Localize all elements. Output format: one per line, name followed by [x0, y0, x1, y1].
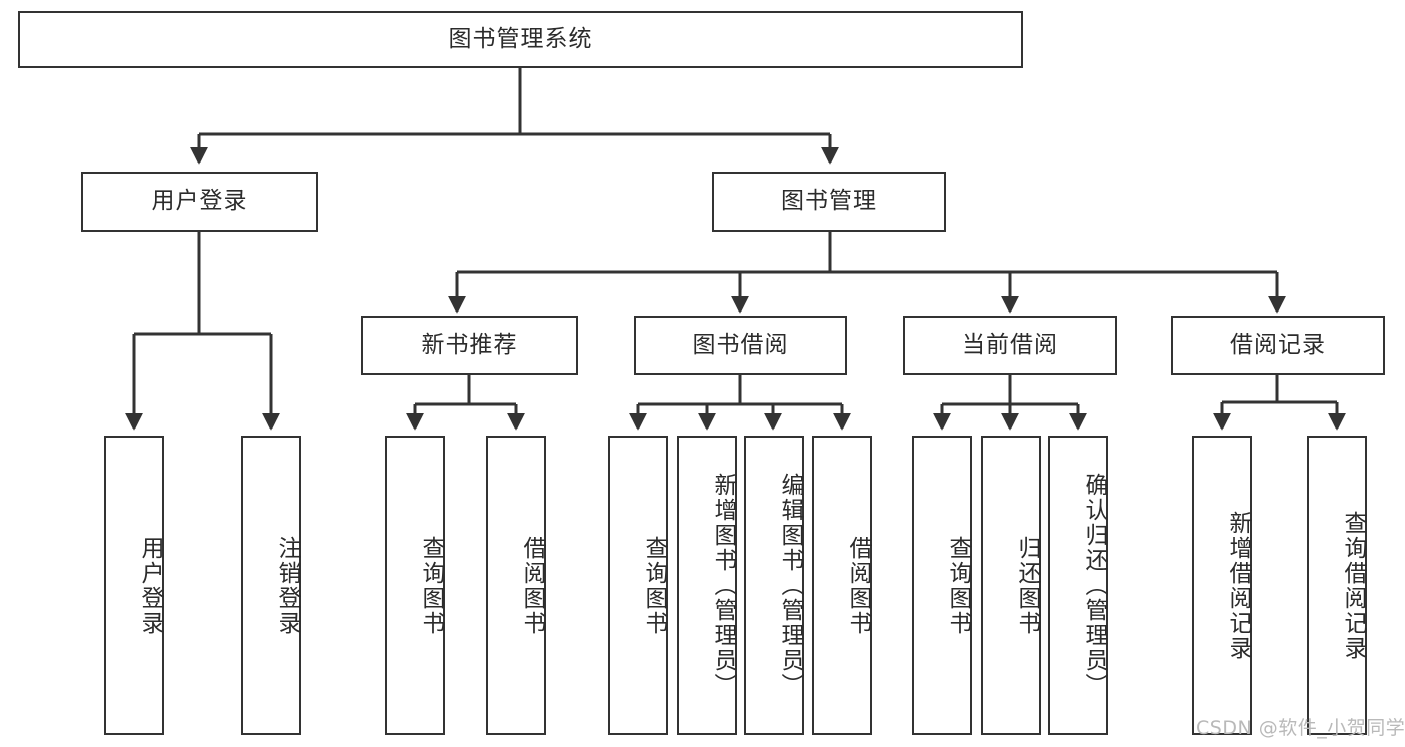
- leaf-label: 查询借阅记录: [1340, 510, 1366, 661]
- leaf-book-borrow-query[interactable]: 查询图书: [608, 436, 668, 735]
- leaf-book-borrow-borrow[interactable]: 借阅图书: [812, 436, 872, 735]
- node-book-manage[interactable]: 图书管理: [712, 172, 946, 232]
- leaf-user-login-login[interactable]: 用户登录: [104, 436, 164, 735]
- watermark: CSDN @软件_小贺同学: [1196, 717, 1405, 739]
- node-borrow-record-label: 借阅记录: [1230, 331, 1326, 358]
- leaf-book-borrow-edit[interactable]: 编辑图书（管理员）: [744, 436, 804, 735]
- leaf-new-book-query[interactable]: 查询图书: [385, 436, 445, 735]
- leaf-label: 确认归还（管理员）: [1081, 473, 1107, 698]
- node-borrow-record[interactable]: 借阅记录: [1171, 316, 1385, 375]
- leaf-label: 查询图书: [945, 535, 971, 636]
- leaf-label: 新增图书（管理员）: [710, 473, 736, 698]
- node-book-manage-label: 图书管理: [781, 188, 877, 215]
- leaf-label: 查询图书: [418, 535, 444, 636]
- leaf-label: 新增借阅记录: [1225, 510, 1251, 661]
- leaf-current-borrow-return[interactable]: 归还图书: [981, 436, 1041, 735]
- leaf-label: 借阅图书: [519, 535, 545, 636]
- node-new-book-recommend-label: 新书推荐: [421, 331, 518, 358]
- leaf-label: 归还图书: [1014, 535, 1040, 636]
- node-book-borrow-label: 图书借阅: [692, 331, 789, 358]
- leaf-book-borrow-add[interactable]: 新增图书（管理员）: [677, 436, 737, 735]
- node-user-login-label: 用户登录: [151, 188, 248, 215]
- leaf-current-borrow-query[interactable]: 查询图书: [912, 436, 972, 735]
- leaf-label: 借阅图书: [845, 535, 871, 636]
- node-root-label: 图书管理系统: [448, 25, 593, 52]
- leaf-label: 查询图书: [641, 535, 667, 636]
- leaf-label: 用户登录: [137, 535, 163, 636]
- leaf-borrow-record-query[interactable]: 查询借阅记录: [1307, 436, 1367, 735]
- leaf-label: 编辑图书（管理员）: [777, 473, 803, 698]
- leaf-current-borrow-confirm[interactable]: 确认归还（管理员）: [1048, 436, 1108, 735]
- node-book-borrow[interactable]: 图书借阅: [634, 316, 847, 375]
- leaf-borrow-record-add[interactable]: 新增借阅记录: [1192, 436, 1252, 735]
- node-new-book-recommend[interactable]: 新书推荐: [361, 316, 578, 375]
- node-root[interactable]: 图书管理系统: [18, 11, 1023, 68]
- leaf-user-login-logout[interactable]: 注销登录: [241, 436, 301, 735]
- node-current-borrow-label: 当前借阅: [962, 331, 1058, 358]
- node-user-login[interactable]: 用户登录: [81, 172, 318, 232]
- node-current-borrow[interactable]: 当前借阅: [903, 316, 1117, 375]
- leaf-label: 注销登录: [274, 535, 300, 636]
- leaf-new-book-borrow[interactable]: 借阅图书: [486, 436, 546, 735]
